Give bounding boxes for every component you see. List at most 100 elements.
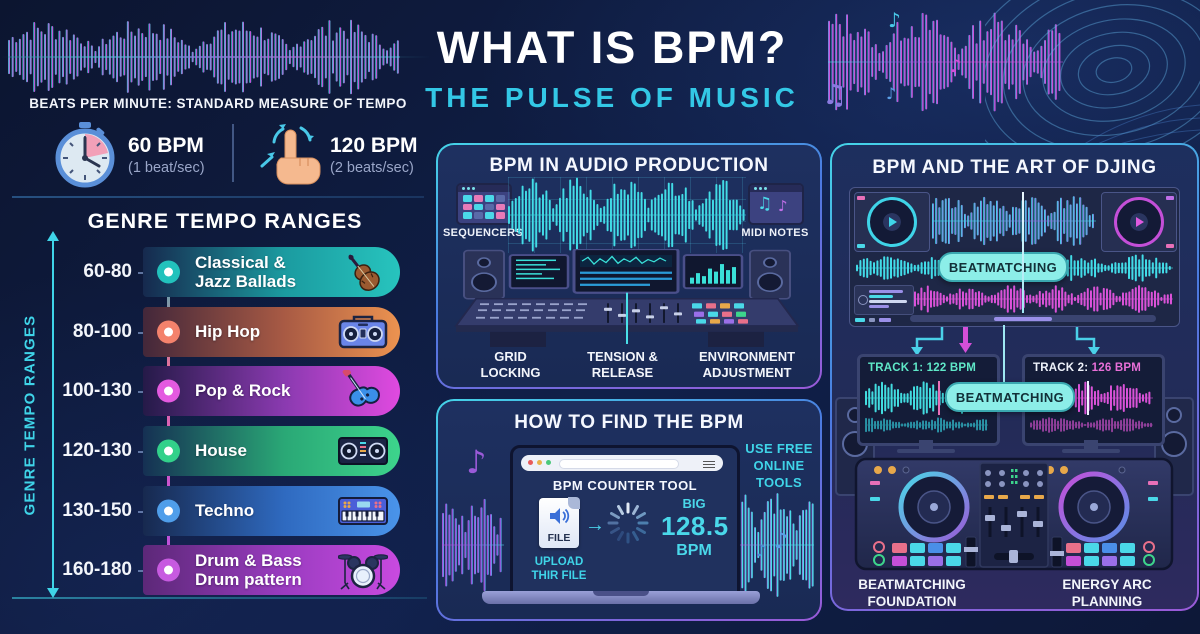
genre-timeline bbox=[167, 250, 170, 592]
genre-bar: Pop & Rock bbox=[143, 366, 400, 416]
track1-waveform-small bbox=[865, 417, 988, 433]
track-info-box bbox=[854, 285, 914, 315]
turntable-right-icon[interactable] bbox=[1114, 197, 1164, 247]
timeline-dot bbox=[157, 379, 180, 403]
genre-name: Techno bbox=[195, 501, 255, 521]
caption-line: TENSION & bbox=[587, 349, 658, 364]
timeline-dot bbox=[157, 260, 180, 284]
genre-row-house: 120-130 House bbox=[0, 426, 430, 476]
caption-line: UPLOAD bbox=[534, 556, 584, 568]
tempo-axis bbox=[52, 240, 54, 588]
arrow-right-icon: → bbox=[585, 514, 605, 536]
speaker-glyph-icon bbox=[550, 508, 570, 524]
caption-line: ADJUSTMENT bbox=[702, 365, 792, 381]
music-note-icon: ♪ bbox=[888, 8, 901, 32]
timeline-dot bbox=[157, 558, 180, 582]
monitor-base bbox=[1062, 449, 1120, 453]
tempo-basics-heading: BEATS PER MINUTE: STANDARD MEASURE OF TE… bbox=[29, 96, 407, 111]
production-waveform bbox=[508, 177, 746, 253]
note-line: TOOLS bbox=[755, 474, 803, 490]
play-icon[interactable] bbox=[1136, 217, 1144, 227]
caption-tension-release: TENSION & RELEASE bbox=[550, 349, 695, 382]
flow-arrows bbox=[911, 325, 1100, 385]
midi-notes-label: MIDI NOTES bbox=[741, 227, 809, 239]
dj-panel-title: BPM AND THE ART OF DJING bbox=[872, 157, 1157, 178]
browser-toolbar bbox=[521, 455, 723, 471]
deck-waveform-magenta bbox=[914, 285, 1173, 313]
track1-bpm: 122 BPM bbox=[926, 362, 977, 374]
dj-panel: BPM AND THE ART OF DJING BEATMATCHING bbox=[830, 143, 1199, 611]
deck-waveform-main bbox=[932, 196, 1096, 246]
caption-environment-adjustment: ENVIRONMENT ADJUSTMENT bbox=[672, 349, 822, 382]
caption-line: THIR FILE bbox=[531, 570, 587, 583]
genre-row-techno: 130-150 Techno bbox=[0, 486, 430, 536]
synthesizer-icon bbox=[338, 497, 388, 525]
sequencers-label: SEQUENCERS bbox=[442, 227, 524, 239]
genre-name: Classical & bbox=[195, 252, 286, 272]
production-waveform-grid bbox=[508, 177, 746, 253]
genre-name: House bbox=[195, 441, 247, 461]
music-note-icon: ♪ bbox=[950, 56, 962, 77]
result-value: 128.5 bbox=[661, 511, 729, 541]
caption-line: BEATMATCHING bbox=[858, 577, 966, 592]
caption-line: RELEASE bbox=[591, 365, 654, 381]
caption-line: LOCKING bbox=[480, 365, 541, 381]
genre-bar: House bbox=[143, 426, 400, 476]
file-label: FILE bbox=[547, 532, 571, 544]
genre-name-line2: Jazz Ballads bbox=[195, 272, 297, 291]
caption-line: FOUNDATION bbox=[867, 593, 957, 609]
slow-bpm-note: (1 beat/sec) bbox=[128, 160, 205, 176]
intro-divider bbox=[232, 124, 234, 182]
production-panel-title: BPM IN AUDIO PRODUCTION bbox=[489, 155, 769, 176]
dj-software-window: BEATMATCHING bbox=[849, 187, 1180, 327]
close-dot-icon bbox=[528, 460, 533, 465]
genre-name: Drum & Bass bbox=[195, 550, 302, 570]
section-divider-bottom bbox=[12, 597, 427, 599]
boombox-icon bbox=[338, 315, 388, 349]
caption-line: ENERGY ARC bbox=[1062, 577, 1152, 592]
menu-icon[interactable] bbox=[703, 459, 715, 470]
caption-energy-arc-planning: ENERGY ARC PLANNING bbox=[1032, 577, 1182, 611]
timeline-scrollbar[interactable] bbox=[910, 315, 1156, 322]
header-waveform-right bbox=[828, 12, 1063, 112]
turntable-left-icon[interactable] bbox=[867, 197, 917, 247]
laptop-screen: BPM COUNTER TOOL FILE UPLOAD THIR FILE → bbox=[510, 445, 740, 596]
caption-line: GRID bbox=[494, 349, 527, 364]
electric-guitar-icon bbox=[342, 370, 380, 407]
music-note-icon: ♪ bbox=[466, 443, 487, 481]
tempo-range-label: 80-100 bbox=[72, 321, 132, 342]
production-panel: BPM IN AUDIO PRODUCTION SEQUENCERS ♫ ♪ M… bbox=[436, 143, 822, 389]
sequencer-icon bbox=[456, 183, 512, 225]
timeline-dot bbox=[157, 439, 180, 463]
result-unit: BPM bbox=[676, 542, 712, 559]
fast-bpm-note: (2 beats/sec) bbox=[330, 160, 414, 176]
play-icon[interactable] bbox=[889, 217, 897, 227]
minimize-dot-icon bbox=[537, 460, 542, 465]
genre-row-hiphop: 80-100 Hip Hop bbox=[0, 307, 430, 357]
track1-header: TRACK 1: 122 BPM bbox=[868, 362, 976, 374]
axis-arrow-up-icon bbox=[47, 231, 59, 241]
timeline-dot bbox=[157, 499, 180, 523]
page-title: WHAT IS BPM? bbox=[436, 22, 788, 73]
note-line: USE FREE bbox=[745, 441, 813, 456]
studio-illustration bbox=[454, 249, 800, 347]
tempo-range-label: 60-80 bbox=[83, 261, 132, 282]
result-prefix: BIG bbox=[682, 496, 706, 511]
beatmatching-badge: BEATMATCHING bbox=[938, 252, 1068, 282]
genre-name: Hip Hop bbox=[195, 322, 261, 342]
address-bar[interactable] bbox=[559, 458, 679, 469]
stopwatch-icon bbox=[55, 122, 115, 188]
track2-waveform-small bbox=[1030, 417, 1153, 433]
audio-file-icon[interactable]: FILE bbox=[539, 497, 580, 548]
note-line: ONLINE bbox=[753, 457, 805, 473]
deck-left bbox=[854, 192, 930, 252]
music-note-icon: ♪ bbox=[886, 84, 897, 103]
tap-finger-icon bbox=[260, 124, 321, 185]
genre-name: Pop & Rock bbox=[195, 381, 291, 401]
genre-bar: Hip Hop bbox=[143, 307, 400, 357]
slow-bpm-value: 60 BPM bbox=[128, 134, 204, 157]
fast-bpm-value: 120 BPM bbox=[330, 134, 418, 157]
genre-name-line2: Drum pattern bbox=[195, 570, 302, 589]
